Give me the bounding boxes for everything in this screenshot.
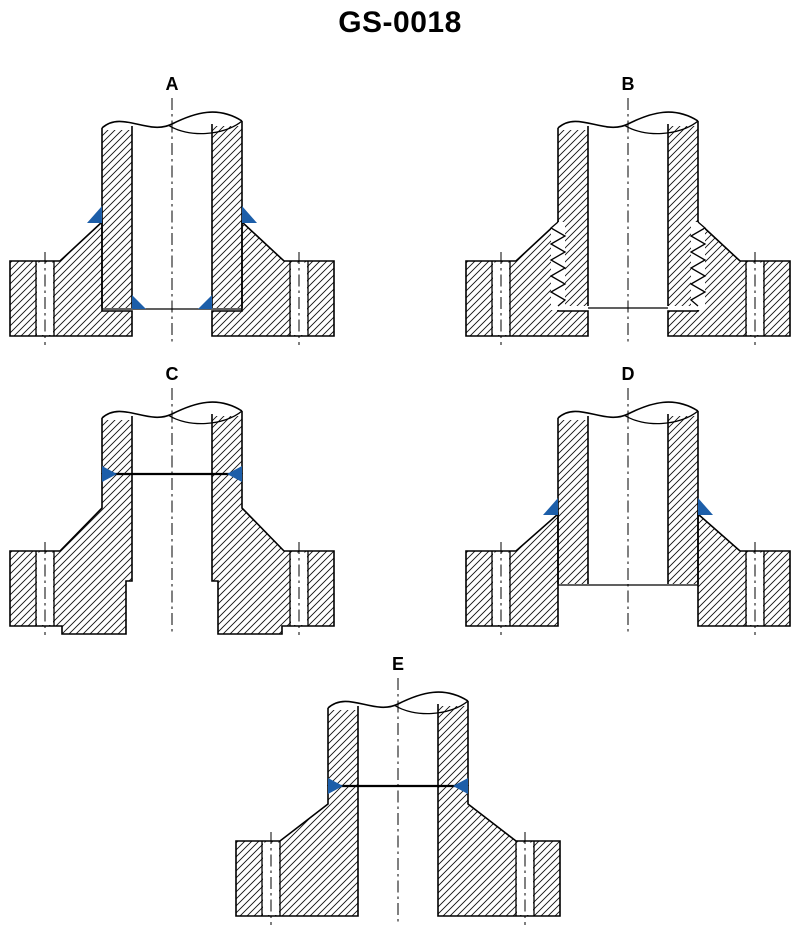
pipe-section <box>557 111 699 306</box>
flange-section-left <box>465 512 559 627</box>
weld-mark <box>242 206 257 223</box>
figure-e-label: E <box>391 654 404 674</box>
figure-a-drawing <box>9 98 335 345</box>
pipe-break-icon <box>623 120 699 135</box>
pipe-section <box>327 691 469 786</box>
pipe-break-icon <box>393 700 469 715</box>
figure-b-label: B <box>621 74 635 94</box>
figure-b-drawing <box>465 98 791 345</box>
bolt-hole <box>745 252 765 345</box>
weld-mark <box>543 498 558 515</box>
pipe-section <box>557 401 699 584</box>
pipe-section <box>101 401 243 474</box>
page-title: GS-0018 <box>338 6 462 39</box>
weld-mark <box>102 466 117 482</box>
flange-section-right <box>437 785 561 917</box>
flange-section-right <box>697 512 791 627</box>
figure-a-label: A <box>165 74 179 94</box>
bolt-hole <box>745 542 765 635</box>
weld-mark <box>198 295 212 309</box>
figure-c: C <box>2 362 342 636</box>
pipe-break-icon <box>167 410 243 425</box>
flange-section-left <box>9 473 133 635</box>
weld-mark <box>453 778 468 794</box>
weld-mark <box>328 778 343 794</box>
bolt-hole <box>289 542 309 635</box>
figure-b: B <box>458 72 798 346</box>
weld-mark <box>87 206 102 223</box>
figure-d: D <box>458 362 798 636</box>
figure-c-label: C <box>165 364 179 384</box>
figure-c-drawing <box>9 388 335 635</box>
figure-a: A <box>2 72 342 346</box>
weld-mark <box>698 498 713 515</box>
bolt-hole <box>35 542 55 635</box>
figure-e-drawing <box>235 678 561 925</box>
flange-section-left <box>235 785 359 917</box>
figure-e: E <box>228 652 568 926</box>
diagram-page: { "title": "GS-0018", "figures": [ {"lab… <box>0 6 800 930</box>
bolt-hole <box>35 252 55 345</box>
flange-section-right <box>211 473 335 635</box>
pipe-break-icon <box>167 120 243 135</box>
weld-mark <box>227 466 242 482</box>
bolt-hole <box>289 252 309 345</box>
bolt-hole <box>515 832 535 925</box>
weld-mark <box>132 295 146 309</box>
figure-d-label: D <box>621 364 635 384</box>
bolt-hole <box>491 252 511 345</box>
pipe-break-icon <box>623 410 699 425</box>
bolt-hole <box>261 832 281 925</box>
figure-d-drawing <box>465 388 791 635</box>
thread-lines <box>549 221 707 310</box>
bolt-hole <box>491 542 511 635</box>
